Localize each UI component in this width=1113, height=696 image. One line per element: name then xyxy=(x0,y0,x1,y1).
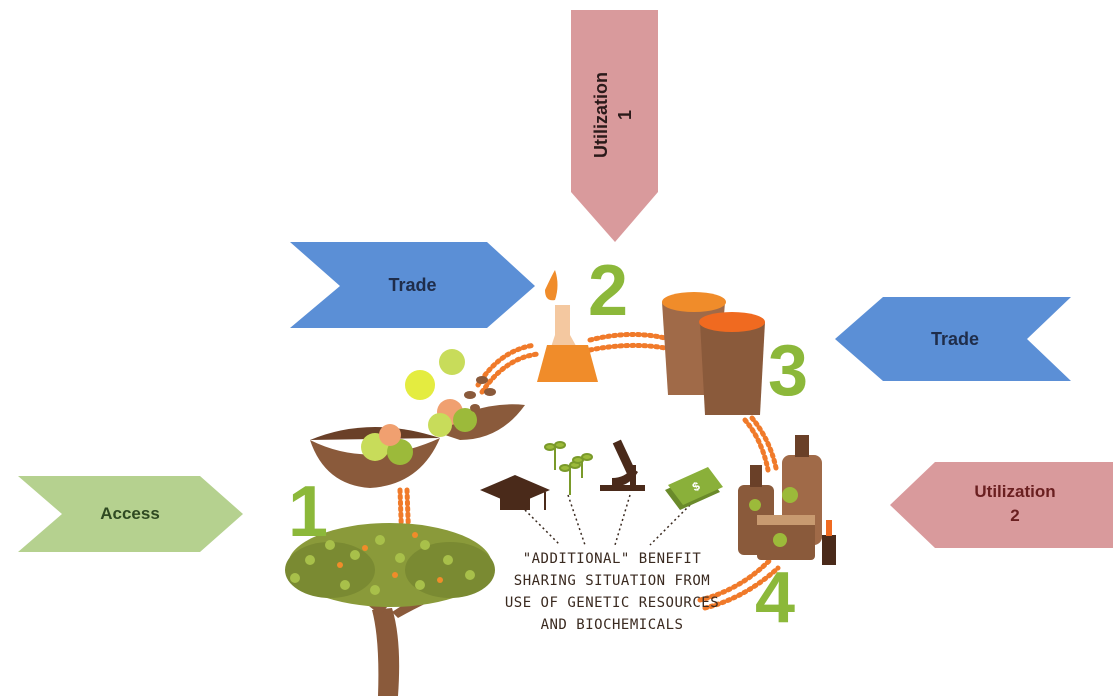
utilization-1-label: Utilization 1 xyxy=(589,45,639,185)
caption-line-3: use of genetic resources xyxy=(504,595,720,611)
buckets-icon xyxy=(662,292,765,415)
utilization-1-line2: 1 xyxy=(615,110,635,121)
step-1-number: 1 xyxy=(288,472,329,552)
utilization-2-label: Utilization 2 xyxy=(940,480,1090,528)
step-3-number: 3 xyxy=(768,331,809,411)
access-label: Access xyxy=(100,504,160,523)
flask-icon xyxy=(537,270,598,382)
utilization-1-line1: Utilization xyxy=(591,72,611,158)
tree-icon xyxy=(285,523,495,696)
trade-right-label: Trade xyxy=(930,329,980,349)
trade-left-label: Trade xyxy=(388,275,437,295)
utilization-1-arrow xyxy=(571,10,658,242)
utilization-2-arrow xyxy=(890,462,1113,548)
graduation-cap-icon xyxy=(480,475,550,510)
money-icon: $ xyxy=(665,467,723,510)
cosmetics-icon xyxy=(738,435,836,565)
caption-line-1: "Additional" benefit xyxy=(522,551,702,567)
center-caption: "Additional" benefit sharing situation f… xyxy=(492,548,732,636)
icon-connectors xyxy=(524,494,691,546)
bowl-icon xyxy=(310,349,525,488)
caption-line-4: and biochemicals xyxy=(540,617,684,633)
utilization-2-line2: 2 xyxy=(1010,506,1020,525)
caption-line-2: sharing situation from xyxy=(513,573,711,589)
utilization-2-line1: Utilization xyxy=(974,482,1056,501)
trade-right-arrow xyxy=(835,297,1071,381)
step-2-number: 2 xyxy=(588,251,629,331)
trade-left-arrow xyxy=(290,242,535,328)
seedlings-icon xyxy=(544,441,593,495)
microscope-icon xyxy=(600,439,645,491)
step-4-number: 4 xyxy=(755,558,796,638)
access-arrow xyxy=(18,476,243,552)
